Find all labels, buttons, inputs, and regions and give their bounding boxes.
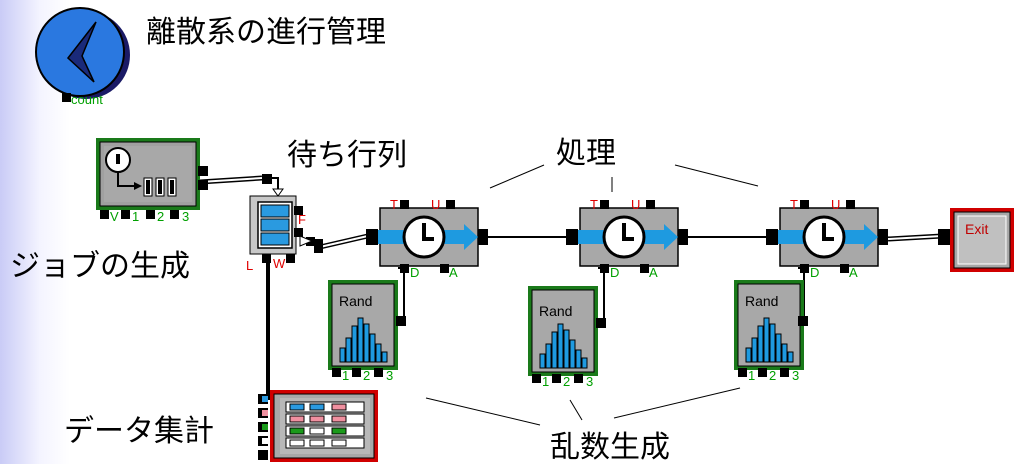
process-block-2[interactable]: T U D A [566,197,688,280]
process2-port-d-label: D [610,265,619,280]
executive-block[interactable]: count [35,7,130,107]
queue-port-l-label: L [246,258,253,273]
queue-port-w-label: W [273,256,286,271]
histogram-icon [745,317,794,363]
process-block-3[interactable]: T U D A [766,197,888,280]
random1-port-2-label: 2 [363,368,370,383]
random1-port-1-label: 1 [342,368,349,383]
random1-label: Rand [339,293,372,309]
process1-port-d-label: D [410,265,419,280]
random1-port-3-label: 3 [386,368,393,383]
random-callout-line-2 [569,399,583,421]
generator-port-2-label: 2 [157,209,164,224]
random-callout-line-3 [613,387,741,419]
executive-arrow-icon [66,21,97,83]
process2-port-a-label: A [649,265,658,280]
title-label: 離散系の進行管理 [146,15,386,50]
process-callout-line-3 [674,164,759,187]
job-generation-label: ジョブの生成 [10,249,190,284]
histogram-icon [339,317,388,363]
process2-port-u-label: U [631,197,640,212]
process2-port-t-label: T [590,197,598,212]
process1-port-t-label: T [390,197,398,212]
random2-port-3-label: 3 [586,374,593,389]
exit-block[interactable]: Exit [938,208,1014,272]
generator-port-v-label: V [110,209,119,224]
data-collection-label: データ集計 [64,414,214,449]
random-callout-line-1 [425,397,541,426]
random3-label: Rand [745,293,778,309]
process-block-1[interactable]: T U D A [366,197,488,280]
process3-port-t-label: T [790,197,798,212]
random3-port-2-label: 2 [769,368,776,383]
random3-port-3-label: 3 [792,368,799,383]
rand2-to-process2-wire [598,267,605,323]
random-block-1[interactable]: Rand 1 2 3 [328,280,406,383]
process1-port-u-label: U [431,197,440,212]
random2-port-2-label: 2 [563,374,570,389]
random-generation-label: 乱数生成 [550,430,670,464]
process1-port-a-label: A [449,265,458,280]
data-collector-block[interactable] [258,390,378,462]
random2-port-1-label: 1 [542,374,549,389]
random2-label: Rand [539,303,572,319]
random-block-2[interactable]: Rand 1 2 3 [528,286,606,389]
queue-block[interactable]: F L W [246,174,323,273]
random3-port-1-label: 1 [748,368,755,383]
generator-block[interactable]: V 1 2 3 [96,138,208,224]
histogram-icon [539,323,588,369]
process-label: 処理 [556,136,616,171]
process3-port-u-label: U [831,197,840,212]
table-icon [285,401,365,449]
process3-port-a-label: A [849,265,858,280]
process3-port-d-label: D [810,265,819,280]
queue-label: 待ち行列 [287,138,407,173]
generator-port-3-label: 3 [182,209,189,224]
process-callout-line-1 [489,164,545,189]
exit-label: Exit [965,221,988,237]
count-port-label: count [71,92,103,107]
queue-port-f-label: F [298,212,306,227]
generator-port-1-label: 1 [132,209,139,224]
rand1-to-process1-wire [398,267,405,321]
random-block-3[interactable]: Rand 1 2 3 [734,280,808,383]
